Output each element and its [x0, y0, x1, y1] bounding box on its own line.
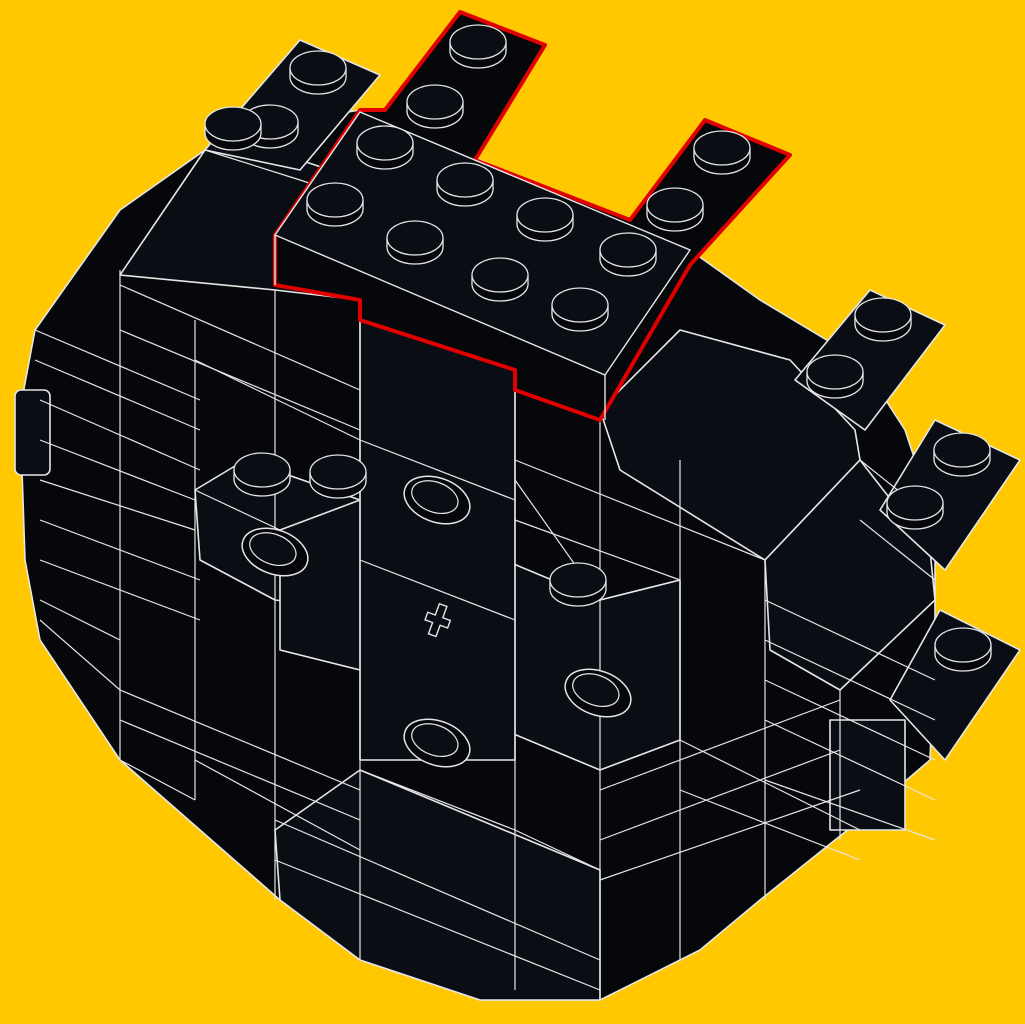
stud-icon: [934, 433, 990, 476]
stud-icon: [357, 126, 413, 169]
stud-top: [387, 221, 443, 255]
stud-icon: [694, 131, 750, 174]
stud-top: [450, 25, 506, 59]
stud-top: [290, 51, 346, 85]
stud-icon: [450, 25, 506, 68]
right-hub: [830, 720, 905, 830]
stud-icon: [517, 198, 573, 241]
stud-top: [205, 107, 261, 141]
stud-icon: [472, 258, 528, 301]
stud-top: [887, 486, 943, 520]
stud-top: [550, 563, 606, 597]
stud-top: [807, 355, 863, 389]
stud-icon: [387, 221, 443, 264]
stud-icon: [647, 188, 703, 231]
stud-top: [934, 433, 990, 467]
stud-top: [407, 85, 463, 119]
stud-top: [694, 131, 750, 165]
stud-icon: [205, 107, 261, 150]
stud-icon: [935, 628, 991, 671]
stud-icon: [437, 163, 493, 206]
left-hub: [15, 390, 50, 475]
stud-top: [935, 628, 991, 662]
stud-top: [517, 198, 573, 232]
stud-top: [307, 183, 363, 217]
stud-icon: [550, 563, 606, 606]
stud-icon: [855, 298, 911, 341]
stud-top: [310, 455, 366, 489]
stud-top: [234, 453, 290, 487]
stud-icon: [310, 455, 366, 498]
stud-top: [357, 126, 413, 160]
stud-top: [600, 233, 656, 267]
stud-top: [437, 163, 493, 197]
stud-top: [647, 188, 703, 222]
stud-icon: [234, 453, 290, 496]
stud-icon: [600, 233, 656, 276]
stud-icon: [887, 486, 943, 529]
center-column: [360, 300, 515, 760]
stud-top: [552, 288, 608, 322]
stud-icon: [552, 288, 608, 331]
stud-icon: [307, 183, 363, 226]
stud-top: [855, 298, 911, 332]
stud-top: [472, 258, 528, 292]
stud-icon: [290, 51, 346, 94]
stud-icon: [807, 355, 863, 398]
stud-icon: [407, 85, 463, 128]
